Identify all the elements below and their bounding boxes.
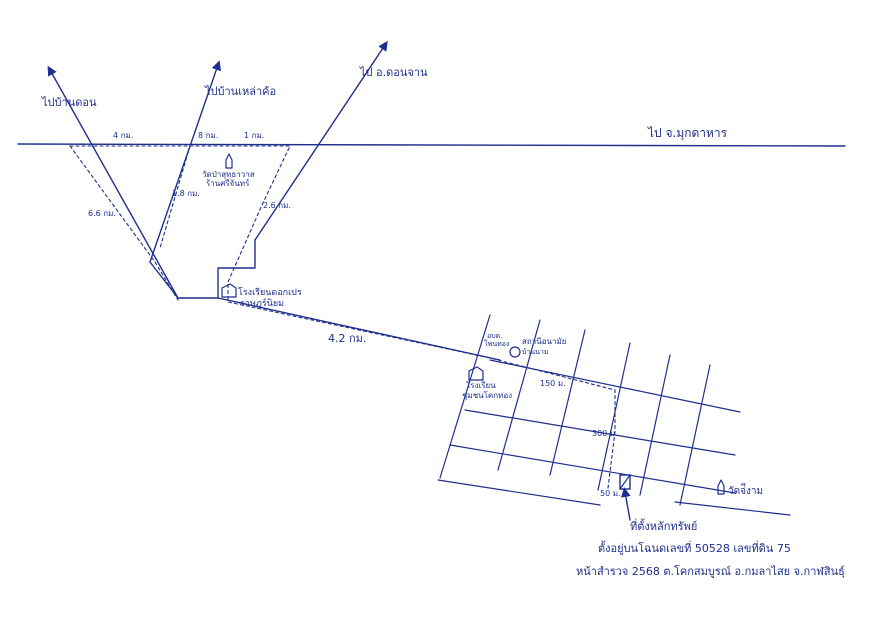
label-dist-8km: 8 กม. xyxy=(198,131,218,140)
label-health-3: สถานีอนามัย xyxy=(522,337,566,346)
school-2-icon xyxy=(468,366,484,381)
property-marker-hatch xyxy=(619,474,631,490)
label-dist-300m: 300 ม. xyxy=(592,429,618,438)
label-temple-top: วัดป่าสุทธาวาส xyxy=(202,170,255,179)
village-grid xyxy=(437,314,791,516)
dashed-route-left xyxy=(69,145,179,301)
label-dist-50m: 50 ม. xyxy=(600,489,621,498)
label-school-1b: ราษฎร์นิยม xyxy=(240,297,284,309)
property-pointer xyxy=(621,487,631,521)
label-to-don-chan: ไป อ.ดอนจาน xyxy=(359,66,428,79)
label-health-4: บ้านนาม xyxy=(522,348,549,356)
temple-icon xyxy=(225,153,233,169)
label-dist-1km: 1 กม. xyxy=(244,131,264,140)
school-icon xyxy=(221,283,237,298)
label-to-mukdahan: ไป จ.มุกดาหาร xyxy=(647,126,728,141)
label-to-ban-don: ไปบ้านดอน xyxy=(41,96,97,109)
road-to-lao-kho xyxy=(149,60,222,263)
road-to-ban-don xyxy=(47,65,179,299)
label-school-2b: ชุมชนโคกทอง xyxy=(462,390,512,400)
label-school-1: โรงเรียนดอกเปร xyxy=(238,287,302,298)
road-to-village xyxy=(177,297,501,361)
dashed-route-mid xyxy=(159,145,191,249)
label-to-lao-kho: ไปบ้านเหล่าค้อ xyxy=(204,85,276,98)
road-to-lao-kho-lower xyxy=(149,261,179,299)
label-health-1: อบต. xyxy=(487,332,502,340)
label-dist-42km: 4.2 กม. xyxy=(328,332,366,345)
label-address-2: หน้าสำรวจ 2568 ต.โคกสมบูรณ์ อ.กมลาไสย จ.… xyxy=(576,564,845,578)
label-school-2: โรงเรียน xyxy=(466,380,496,390)
temple-right-icon xyxy=(717,479,725,495)
label-health-2: โพนทอง xyxy=(484,339,509,348)
label-dist-66km: 6.6 กม. xyxy=(88,209,116,218)
health-center-icon xyxy=(509,346,521,358)
main-highway xyxy=(17,143,846,147)
dashed-route xyxy=(69,145,616,489)
label-dist-26km: 2.6 กม. xyxy=(263,201,291,210)
label-temple-right: วัดจ่ีงาม xyxy=(728,482,763,497)
label-address-1: ตั้งอยู่บนโฉนดเลขที่ 50528 เลขที่ดิน 75 xyxy=(598,540,791,555)
label-dist-18km: 1.8 กม. xyxy=(172,189,200,198)
label-temple-top-2: ร้านศรีจันทร์ xyxy=(206,178,250,188)
label-dist-4km: 4 กม. xyxy=(113,131,133,140)
label-marker-title: ที่ตั้งหลักทรัพย์ xyxy=(630,518,697,533)
road-to-don-chan xyxy=(254,40,388,241)
label-dist-150m: 150 ม. xyxy=(540,379,566,388)
road-to-school xyxy=(217,239,256,299)
